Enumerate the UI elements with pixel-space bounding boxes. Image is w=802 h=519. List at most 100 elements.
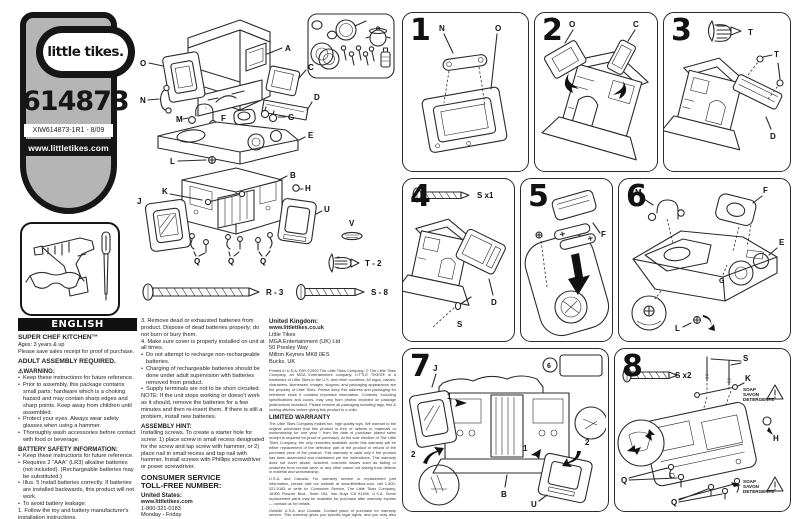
lower-door-piece (537, 452, 593, 504)
battery-bullet: Supply terminals are not to be short cir… (141, 386, 265, 393)
part-s-screw (295, 283, 365, 301)
instructions-column-1: ENGLISH SUPER CHEF KITCHEN™ Ages: 3 year… (18, 318, 137, 519)
part-label-q2: Q (228, 257, 234, 266)
svg-text:DETERGENTE: DETERGENTE (743, 397, 774, 402)
step-part-label: T (748, 28, 753, 37)
uk-header: United Kingdom: (269, 318, 319, 325)
warning-bullet: Keep these instructions for future refer… (18, 375, 137, 382)
warning-bullet: Protect your eyes. Always wear safety gl… (18, 416, 137, 430)
battery-bullet: Illus. 5 Install batteries correctly. If… (18, 480, 137, 501)
battery-note: NOTE: If the unit stops working or doesn… (141, 393, 263, 420)
battery-numbered-item: 3. Remove dead or exhausted batteries fr… (141, 318, 260, 338)
battery-bullet: Keep these instructions for future refer… (18, 453, 137, 460)
power-drill-icon (33, 237, 95, 297)
battery-bullet: Requires 2 "AAA" (LR3) alkaline batterie… (18, 460, 137, 481)
instructions-column-3: United Kingdom: www.littletikes.co.uk Li… (269, 318, 396, 519)
part-label-k: K (162, 187, 168, 196)
step-part-label: F (763, 186, 768, 195)
assembly-hint-body: Installing screws. To create a starter h… (141, 429, 265, 471)
part-label-v: V (349, 219, 355, 228)
assembly-hint-header: ASSEMBLY HINT: (141, 422, 192, 430)
part-j-oven-door (144, 198, 192, 252)
toll-free-line: TOLL-FREE NUMBER: (141, 481, 222, 491)
step-part-label: H (773, 434, 779, 443)
handle-rod (694, 384, 738, 398)
instructions-column-2: 3. Remove dead or exhausted batteries fr… (141, 318, 265, 519)
part-label-q1: Q (194, 257, 200, 266)
svg-text:SAVON: SAVON (743, 392, 760, 397)
step-2-illustration: O C (541, 20, 649, 161)
step-order-1: 1 (523, 444, 528, 453)
step-5-panel: 5 F (520, 178, 613, 342)
battery-bullet: Charging of rechargeable batteries shoul… (141, 366, 265, 387)
hinge-inset-right (574, 406, 606, 440)
ages-line: Ages: 3 years & up (18, 341, 65, 348)
part-label-e: E (308, 131, 314, 140)
step-3-panel: 3 T T D (663, 12, 791, 172)
little-tikes-logo: little tikes. (36, 26, 135, 78)
product-title: SUPER CHEF KITCHEN™ (18, 334, 99, 341)
part-label-l: L (170, 157, 175, 166)
part-label-r: R - 3 (266, 288, 284, 297)
step-part-label: K (745, 374, 751, 383)
step-number: 7 (410, 349, 431, 384)
frying-pan-icon (335, 19, 367, 41)
step-part-label: J (433, 364, 437, 373)
step-part-label: L (675, 324, 680, 333)
step-6-panel: 6 M F E (618, 178, 791, 342)
step-part-label: D (770, 132, 776, 141)
svg-text:SOAP: SOAP (743, 479, 756, 484)
part-label-f: F (221, 114, 226, 123)
part-b-base (181, 167, 283, 235)
required-tools-box (20, 222, 120, 316)
step-5-illustration: F (524, 189, 610, 337)
part-label-m: M (176, 115, 183, 124)
consumer-service-line: CONSUMER SERVICE (141, 473, 221, 483)
step-number: 4 (410, 179, 431, 214)
svg-text:SAVON: SAVON (743, 484, 760, 489)
sink-piece (715, 193, 757, 227)
microwave-door-piece (606, 39, 636, 75)
part-label-t: T - 2 (365, 259, 382, 268)
part-label-a: A (285, 44, 291, 53)
warning-header: WARNING: (23, 368, 55, 375)
step-number: 6 (626, 179, 647, 214)
part-o-window (162, 51, 206, 103)
uk-country: Bucks, UK (269, 358, 296, 365)
legal-text: Printed in U.S.A. D/R ©2009 The Little T… (269, 367, 396, 412)
warning-bullet: Thoroughly wash accessories before conta… (18, 430, 137, 444)
website-url: www.littletikes.com (20, 139, 117, 156)
adult-assembly-header: ADULT ASSEMBLY REQUIRED. (18, 358, 116, 366)
language-header: ENGLISH (18, 318, 137, 331)
step-number: 2 (542, 13, 563, 48)
screw-icon (412, 187, 470, 203)
cover-screw (535, 231, 543, 239)
step-3-illustration: T T D (664, 20, 784, 151)
warranty-paragraph: U.S.A. and Canada: For warranty service … (269, 476, 396, 506)
part-a-hutch: A (187, 19, 291, 117)
step-order-2: 2 (411, 450, 416, 459)
uk-distributor: MGA Entertainment (UK) Ltd (269, 338, 341, 345)
part-u-door (277, 198, 317, 245)
battery-cover (551, 189, 597, 221)
us-header: United States: (141, 491, 182, 499)
uk-street: 50 Presley Way (269, 345, 308, 352)
warranty-paragraph: The Little Tikes Company makes fun, high… (269, 420, 396, 475)
step-number: 5 (528, 179, 549, 214)
step-part-label: C (633, 20, 639, 29)
safety-glasses-icon (25, 271, 85, 289)
utensils-icon (340, 45, 375, 66)
batteries (554, 223, 596, 250)
screw-icon (622, 367, 678, 383)
svg-text:SOAP: SOAP (743, 387, 756, 392)
part-g-knobs (260, 106, 278, 123)
rotate-arrow (564, 73, 579, 93)
step-2-panel: 2 O C (534, 12, 658, 172)
clips (667, 463, 741, 500)
part-label-d: D (314, 93, 320, 102)
part-label-c: C (308, 63, 314, 72)
uk-website: www.littletikes.co.uk (269, 325, 324, 332)
step-part-label: Q (621, 476, 627, 485)
svg-text:DETERGENTE: DETERGENTE (743, 489, 774, 494)
part-label-b: B (290, 171, 296, 180)
